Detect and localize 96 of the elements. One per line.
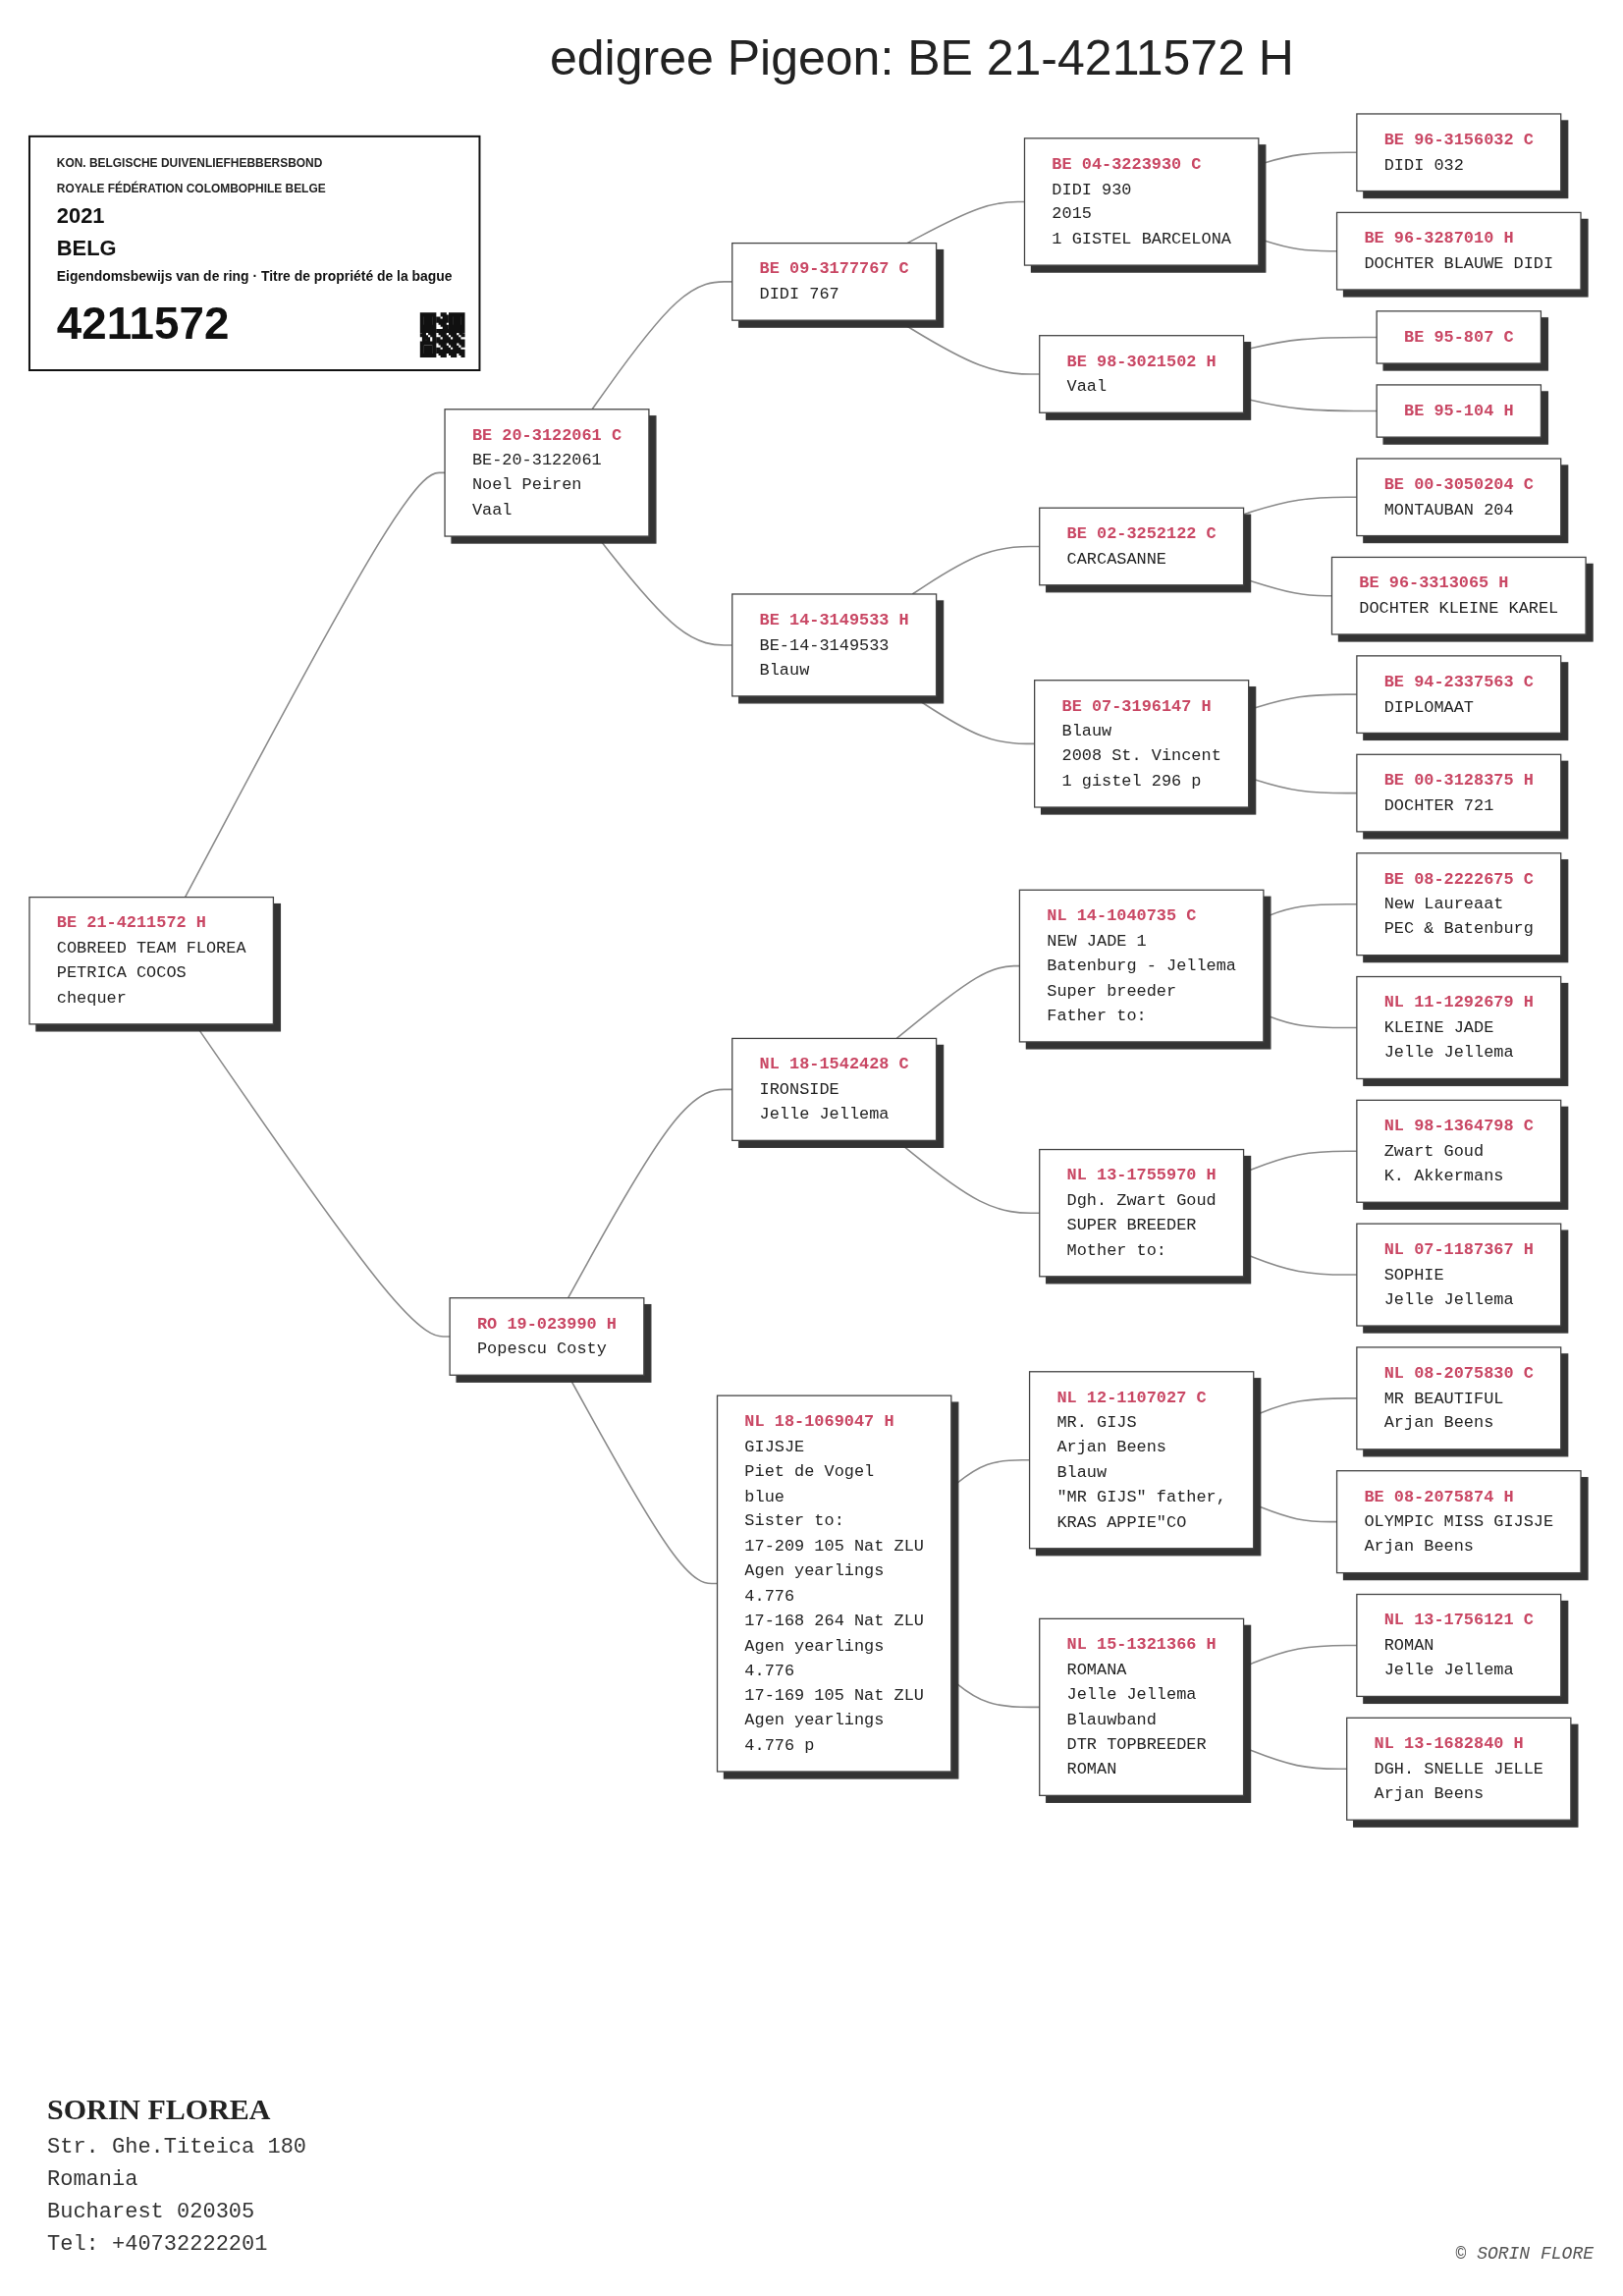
node-label: 4211572 [56, 297, 230, 349]
node-label: "MR GIJS" father, [1056, 1488, 1226, 1506]
node-label: NL 14-1040735 C [1047, 906, 1197, 926]
node-label: blue [744, 1487, 784, 1506]
page-title: edigree Pigeon: BE 21-4211572 H [550, 29, 1294, 86]
pedigree-box: BE 00-3050204 C MONTAUBAN 204 [1356, 458, 1562, 537]
node-label: COBREED TEAM FLOREA [56, 938, 246, 957]
node-label: 4.776 [744, 1661, 795, 1680]
pedigree-box: BE 96-3287010 H DOCHTER BLAUWE DIDI [1335, 211, 1582, 291]
pedigree-box: BE 20-3122061 C BE-20-3122061 Noel Peiren Vaal [444, 409, 650, 537]
pedigree-box: BE 98-3021502 H Vaal [1039, 335, 1245, 413]
pedigree-box: NL 14-1040735 C NEW JADE 1 Batenburg - Jellema Super breeder Father to: [1018, 889, 1265, 1043]
node-label: DIDI 930 [1052, 180, 1132, 198]
pedigree-box: NL 12-1107027 C MR. GIJS Arjan Beens Blauw "MR GIJS" father, KRAS APPIE"CO [1028, 1371, 1255, 1550]
address-line: Romania [47, 2166, 139, 2194]
node-label: BE 04-3223930 C [1052, 154, 1202, 174]
pedigree-box: BE 08-2075874 H OLYMPIC MISS GIJSJE Arjan Beens [1335, 1470, 1582, 1574]
node-label: 2021 [56, 203, 105, 229]
node-label: Sister to: [744, 1511, 844, 1531]
node-label: ROYALE FÉDÉRATION COLOMBOPHILE BELGE [56, 181, 326, 195]
node-label: Batenburg - Jellema [1047, 956, 1237, 975]
node-label: Blauw [1056, 1462, 1108, 1482]
node-label: 4.776 p [744, 1735, 815, 1755]
pedigree-box: NL 18-1542428 C IRONSIDE Jelle Jellema [731, 1037, 938, 1141]
node-label: DTR TOPBREEDER [1066, 1734, 1207, 1754]
node-label: Super breeder [1047, 981, 1177, 1001]
node-label: MR. GIJS [1056, 1413, 1137, 1432]
pedigree-box: NL 13-1756121 C ROMAN Jelle Jellema [1356, 1593, 1562, 1698]
node-label: 2015 [1052, 204, 1092, 224]
node-label: BE 07-3196147 H [1061, 696, 1212, 716]
owner-name: SORIN FLOREA [47, 2092, 272, 2127]
pedigree-box: BE 21-4211572 H COBREED TEAM FLOREA PETRICA COCOS chequer [28, 896, 275, 1025]
node-label: ROMAN [1066, 1760, 1117, 1778]
pedigree-box: NL 18-1069047 H GIJSJE Piet de Vogel blue Sister to: 17-209 105 Nat ZLU Agen yearlings 4.776 17-168 264 Nat ZLU Agen yearlings 4.776 17-169 105 Nat ZLU Agen yearlings 4.776 p [716, 1394, 952, 1773]
node-label: 2008 St. Vincent [1061, 746, 1221, 766]
pedigree-box: BE 96-3313065 H DOCHTER KLEINE KAREL [1330, 556, 1587, 635]
node-label: NL 12-1107027 C [1056, 1388, 1207, 1407]
pedigree-box: BE 07-3196147 H Blauw 2008 St. Vincent 1 gistel 296 p [1034, 680, 1250, 808]
node-label: 17-168 264 Nat ZLU [744, 1611, 924, 1630]
pedigree-box: NL 08-2075830 C MR BEAUTIFUL Arjan Beens [1356, 1346, 1562, 1450]
node-label: PETRICA COCOS [56, 963, 187, 983]
node-label: Blauw [1061, 721, 1112, 740]
node-label: Blauwband [1066, 1710, 1157, 1729]
pedigree-box: BE 00-3128375 H DOCHTER 721 [1356, 753, 1562, 833]
node-label: NL 13-1755970 H [1066, 1166, 1217, 1185]
node-label: 17-209 105 Nat ZLU [744, 1536, 924, 1556]
pedigree-box: BE 02-3252122 C CARCASANNE [1039, 507, 1245, 586]
ring-certificate-card: KON. BELGISCHE DUIVENLIEFHEBBERSBOND ROYALE FÉDÉRATION COLOMBOPHILE BELGE 2021 BELG Eigendomsbewijs van de ring · Titre de propriété de la bague 4211572 [27, 135, 481, 371]
pedigree-box: NL 13-1755970 H Dgh. Zwart Goud SUPER BREEDER Mother to: [1039, 1148, 1245, 1278]
pedigree-box: BE 94-2337563 C DIPLOMAAT [1356, 655, 1562, 735]
node-label: 1 gistel 296 p [1061, 771, 1202, 791]
node-label: Father to: [1047, 1006, 1147, 1025]
node-label: Eigendomsbewijs van de ring · Titre de propriété de la bague [56, 268, 453, 284]
node-label: Piet de Vogel [744, 1461, 875, 1481]
node-label: BE-20-3122061 [471, 451, 602, 469]
node-label: 1 GISTEL BARCELONA [1052, 229, 1231, 248]
node-label: NL 18-1069047 H [744, 1412, 894, 1431]
address-line: Bucharest 020305 [47, 2199, 256, 2226]
node-label: BELG [56, 236, 117, 261]
node-label: KRAS APPIE"CO [1056, 1512, 1187, 1532]
node-label: ROMANA [1066, 1660, 1127, 1679]
node-label: Jelle Jellema [1066, 1684, 1197, 1704]
node-label: Agen yearlings [744, 1561, 885, 1581]
pedigree-box: NL 11-1292679 H KLEINE JADE Jelle Jellema [1356, 975, 1562, 1080]
pedigree-box: BE 08-2222675 C New Laureaat PEC & Batenburg [1356, 852, 1562, 957]
pedigree-box: BE 04-3223930 C DIDI 930 2015 1 GISTEL BARCELONA [1023, 137, 1260, 266]
node-label: 17-169 105 Nat ZLU [744, 1685, 924, 1705]
node-label: Agen yearlings [744, 1711, 885, 1730]
pedigree-box: NL 15-1321366 H ROMANA Jelle Jellema Blauwband DTR TOPBREEDER ROMAN [1039, 1617, 1245, 1796]
node-label: NEW JADE 1 [1047, 931, 1147, 951]
pedigree-box: NL 98-1364798 C Zwart Goud K. Akkermans [1356, 1099, 1562, 1203]
pedigree-box: NL 07-1187367 H SOPHIE Jelle Jellema [1356, 1223, 1562, 1327]
node-label: Vaal [471, 500, 513, 519]
node-label: KON. BELGISCHE DUIVENLIEFHEBBERSBOND [56, 155, 323, 170]
pedigree-box: BE 95-807 C [1376, 310, 1542, 364]
pedigree-box: NL 13-1682840 H DGH. SNELLE JELLE Arjan Beens [1346, 1717, 1572, 1821]
pedigree-box: BE 95-104 H [1376, 384, 1542, 438]
copyright-note: © SORIN FLORE [1455, 2244, 1594, 2264]
node-label: NL 15-1321366 H [1066, 1635, 1217, 1655]
node-label: Noel Peiren [471, 475, 582, 495]
node-label: Mother to: [1066, 1240, 1167, 1260]
node-label: BE 20-3122061 C [471, 425, 622, 445]
node-label: SUPER BREEDER [1066, 1216, 1197, 1235]
node-label: Dgh. Zwart Goud [1066, 1190, 1217, 1210]
pedigree-box: BE 14-3149533 H BE-14-3149533 Blauw [731, 593, 938, 697]
node-label: 4.776 [744, 1586, 795, 1606]
node-label: BE 21-4211572 H [56, 913, 206, 933]
node-label: Agen yearlings [744, 1636, 885, 1656]
pedigree-box: BE 96-3156032 C DIDI 032 [1356, 113, 1562, 192]
node-label: GIJSJE [744, 1437, 805, 1456]
pedigree-box: BE 09-3177767 C DIDI 767 [731, 242, 938, 321]
address-line: Str. Ghe.Titeica 180 [47, 2134, 307, 2161]
node-label: Arjan Beens [1056, 1438, 1167, 1457]
node-label: chequer [56, 988, 127, 1008]
phone-number: Tel: +40732222201 [47, 2231, 269, 2259]
pedigree-box: RO 19-023990 H Popescu Costy [449, 1297, 645, 1376]
